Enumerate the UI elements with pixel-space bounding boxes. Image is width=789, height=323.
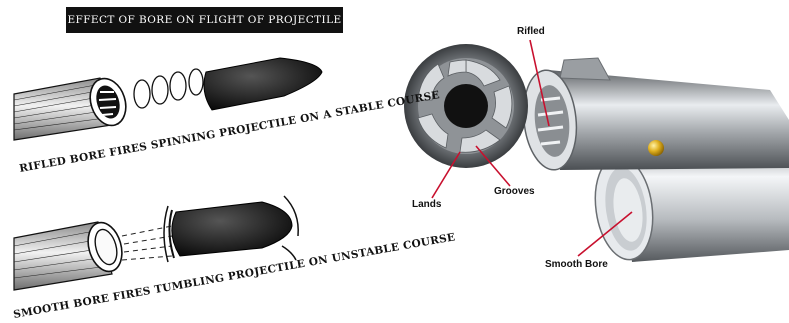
smooth-caption: SMOOTH BORE FIRES TUMBLING PROJECTILE ON… [12,231,456,321]
rifled-caption: RIFLED BORE FIRES SPINNING PROJECTILE ON… [18,89,440,175]
smooth-bore-label: Smooth Bore [545,259,608,270]
lands-label: Lands [412,199,441,210]
rifled-label: Rifled [517,26,545,37]
grooves-label: Grooves [494,186,535,197]
